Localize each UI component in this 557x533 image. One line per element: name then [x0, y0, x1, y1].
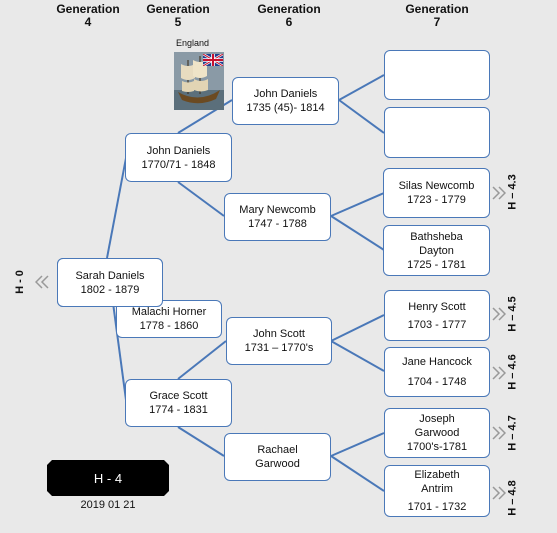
chevron-right-double-icon[interactable] — [492, 426, 506, 440]
union-jack-flag-icon — [203, 54, 223, 66]
chevron-left-double-icon[interactable] — [35, 275, 49, 289]
ship-image — [174, 52, 224, 110]
badge-date: 2019 01 21 — [80, 499, 136, 511]
chevron-right-double-icon[interactable] — [492, 186, 506, 200]
label-h4-3: H – 4.3 — [506, 174, 519, 210]
chevron-right-double-icon[interactable] — [492, 486, 506, 500]
label-h4-6: H – 4.6 — [506, 354, 519, 390]
person-unknown-2[interactable] — [384, 107, 490, 158]
chevron-right-double-icon[interactable] — [492, 307, 506, 321]
label-h0: H - 0 — [13, 270, 26, 294]
chevron-right-double-icon[interactable] — [492, 366, 506, 380]
origin-label: England — [176, 38, 210, 48]
person-unknown-1[interactable] — [384, 50, 490, 100]
label-h4-5: H – 4.5 — [506, 296, 519, 332]
label-h4-8: H – 4.8 — [506, 480, 519, 516]
page-badge: H - 4 — [47, 460, 169, 496]
label-h4-7: H – 4.7 — [506, 415, 519, 451]
